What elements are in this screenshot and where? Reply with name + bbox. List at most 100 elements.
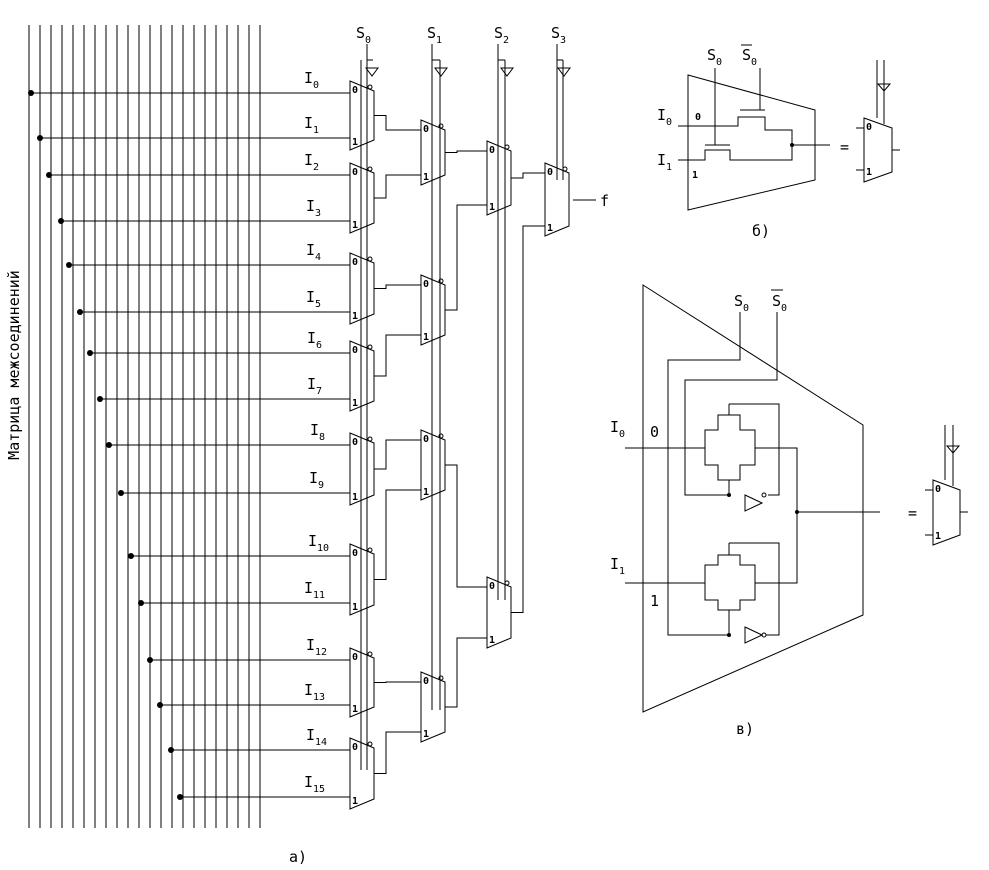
input-label: I3 [306,197,321,219]
mux-port-0-label: 0 [423,124,429,135]
mux-wire [374,115,421,131]
input-label: I0 [304,69,319,91]
junction-dot [46,172,52,178]
mux-port-0-label: 0 [352,548,358,559]
junction-dot [37,135,43,141]
panel-c-one: 1 [650,592,659,610]
mux-block [349,340,375,412]
output-label: f [600,192,609,210]
mux-wire [511,225,545,613]
mux-port-1-label: 1 [352,311,358,322]
input-label: I6 [307,329,322,351]
mux-block [349,647,375,718]
interconnect-matrix [28,25,261,828]
input-label: I15 [304,773,325,795]
mux-wire [445,464,487,588]
mux-wire [374,334,421,377]
panel-b-i0: I0 [657,106,672,128]
select-label-s3: S3 [551,24,566,46]
mux-port-1-label: 1 [423,729,429,740]
panel-b-equals: = [840,138,849,156]
caption-c: в) [736,720,754,738]
input-label: I9 [309,469,324,491]
mux-port-1-label: 1 [423,332,429,343]
select-inverters [365,67,571,77]
junction-dot [66,262,72,268]
select-label-s1: S1 [427,24,442,46]
panel-b-zero: 0 [695,112,701,123]
mux-wire [374,284,421,289]
select-bubble [438,123,444,129]
panel-c-zero: 0 [650,423,659,441]
junction-dot [177,794,183,800]
panel-c-transmission-gate-mux: S0 S0 I0 I1 0 1 = 0 1 в) [610,284,968,738]
inverter-icon [365,67,379,77]
mux-port-0-label: 0 [423,676,429,687]
input-label: I8 [310,421,325,443]
mux-block [486,576,512,649]
junction-dot [87,350,93,356]
input-label: I2 [304,151,319,173]
mux-port-1-label: 1 [352,220,358,231]
mux-block [486,140,512,216]
select-bubble [367,84,373,90]
panel-c-i0: I0 [610,418,625,440]
mux-block [349,80,375,151]
select-bubble [438,433,444,439]
select-bubble [438,278,444,284]
panel-b-pass-transistor-mux: S0 S0 I0 I1 0 1 = 0 1 б) [657,44,900,240]
mux-wire [374,681,421,683]
panel-c-equals: = [908,504,917,522]
select-bubble [367,256,373,262]
junction-dot [77,309,83,315]
mux-interconnect [374,115,545,774]
select-bubble [367,651,373,657]
inverter-icon [557,67,571,77]
mux-port-1-label: 1 [352,796,358,807]
input-label: I5 [306,288,321,310]
mux-port-0-label: 0 [423,434,429,445]
panel-b-s0bar: S0 [742,46,757,68]
mux-port-0-label: 0 [423,279,429,290]
select-bubble [504,580,510,586]
select-label-s2: S2 [494,24,509,46]
svg-text:0: 0 [866,122,872,133]
input-label: I1 [304,114,319,136]
panel-c-i1: I1 [610,555,625,577]
mux-wire [374,731,421,774]
junction-dot [28,90,34,96]
svg-text:1: 1 [866,167,872,178]
mux-port-1-label: 1 [547,223,553,234]
mux-port-1-label: 1 [352,137,358,148]
panel-c-s0: S0 [734,292,749,314]
mux-wire [374,174,421,199]
mux-wire [445,637,487,708]
input-label: I10 [308,532,329,554]
input-label: I11 [304,579,325,601]
junction-dot [157,702,163,708]
mux-block [349,252,375,325]
input-label: I12 [306,636,327,658]
select-label-s0: S0 [356,24,371,46]
mux-port-0-label: 0 [489,581,495,592]
mux-port-1-label: 1 [489,202,495,213]
mux-wire [374,439,421,470]
input-label: I4 [306,241,321,263]
select-bubble [367,344,373,350]
panel-b-i1: I1 [657,151,672,173]
mux-block [349,162,375,234]
mux-port-1-label: 1 [352,704,358,715]
panel-b-s0: S0 [707,46,722,68]
mux-port-1-label: 1 [489,635,495,646]
matrix-label: Матрица межсоединений [5,270,23,460]
mux-port-0-label: 0 [352,652,358,663]
caption-a: а) [289,848,307,866]
mux-port-0-label: 0 [352,437,358,448]
mux-port-0-label: 0 [547,167,553,178]
mux-port-0-label: 0 [352,742,358,753]
select-labels: S0 S1 S2 S3 [356,24,566,46]
mux-block [349,432,375,506]
